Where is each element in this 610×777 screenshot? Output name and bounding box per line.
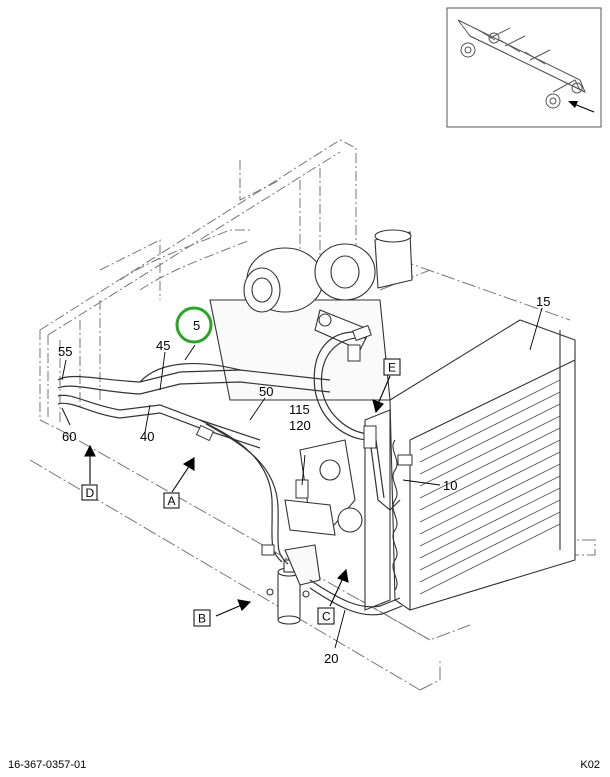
callout-10: 10 (443, 478, 457, 493)
location-arrow-icon (568, 101, 595, 113)
svg-text:A: A (168, 494, 176, 508)
view-arrows (84, 375, 391, 617)
svg-text:C: C (322, 610, 331, 624)
leader-lines (61, 307, 543, 649)
view-label-c: C (317, 607, 335, 625)
locator-inset (446, 7, 602, 128)
callout-highlight-ring (175, 306, 213, 344)
engine-assembly (209, 229, 413, 536)
condenser-assembly (364, 319, 576, 611)
svg-text:E: E (388, 361, 396, 375)
callout-20: 20 (324, 651, 338, 666)
view-label-e: E (383, 358, 401, 376)
callout-15: 15 (536, 294, 550, 309)
callout-120: 120 (289, 418, 311, 433)
view-label-d: D (81, 484, 98, 501)
drawing-sheet-code: K02 (580, 759, 600, 771)
callout-5: 5 (193, 318, 200, 333)
callout-115: 115 (289, 402, 310, 417)
receiver-drier (266, 544, 321, 625)
view-label-a: A (163, 492, 180, 509)
svg-text:D: D (86, 486, 95, 500)
drawing-part-number: 16-367-0357-01 (8, 759, 87, 771)
view-label-b: B (193, 609, 211, 627)
callout-45: 45 (156, 338, 170, 353)
callout-50: 50 (259, 384, 273, 399)
svg-text:B: B (198, 612, 206, 626)
hose-fittings (195, 324, 413, 556)
callout-60: 60 (62, 429, 76, 444)
callout-55: 55 (58, 344, 72, 359)
callout-labels: 5 10 15 20 40 45 50 55 60 115 120 (58, 294, 550, 666)
callout-40: 40 (140, 429, 154, 444)
truck-chassis-sketch (457, 19, 586, 109)
cab-outline (39, 139, 357, 431)
